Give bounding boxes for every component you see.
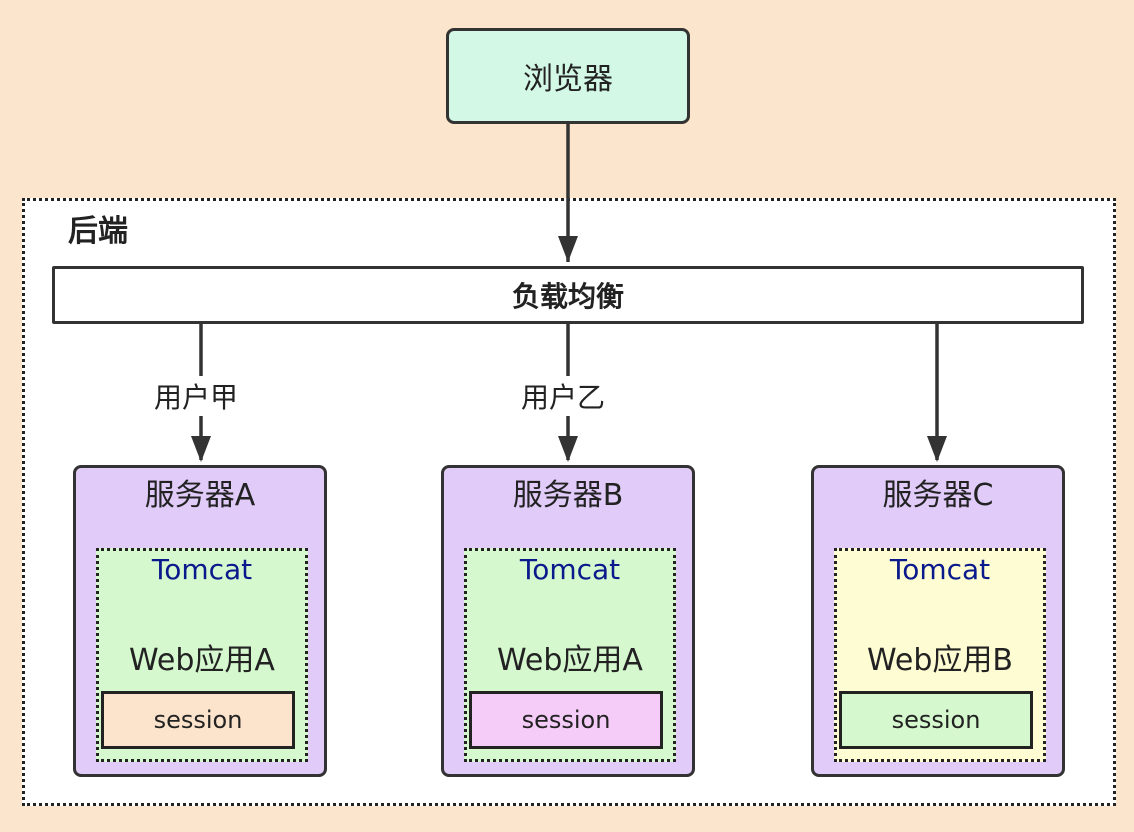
arrow-lb-to-server-c-head — [927, 436, 947, 462]
server-b: 服务器B Tomcat Web应用A session — [441, 465, 695, 777]
server-c-tomcat: Tomcat Web应用B session — [834, 548, 1046, 762]
server-c-session-label: session — [891, 706, 981, 734]
arrow-lb-to-server-a-head — [191, 436, 211, 462]
server-c-tomcat-label: Tomcat — [889, 553, 991, 586]
server-a-webapp-label: Web应用A — [129, 643, 275, 678]
server-a-session-label: session — [153, 706, 243, 734]
load-balancer-node: 负载均衡 — [52, 266, 1084, 324]
edge-label-user-b: 用户乙 — [517, 376, 610, 416]
server-a-tomcat-label: Tomcat — [151, 553, 253, 586]
server-b-session-label: session — [521, 706, 611, 734]
load-balancer-label: 负载均衡 — [511, 280, 624, 313]
server-a-tomcat: Tomcat Web应用A session — [96, 548, 308, 762]
server-a-title: 服务器A — [144, 478, 256, 513]
server-b-session: session — [469, 691, 663, 749]
server-c-session: session — [839, 691, 1033, 749]
server-a: 服务器A Tomcat Web应用A session — [73, 465, 327, 777]
browser-node: 浏览器 — [446, 28, 690, 124]
arrow-lb-to-server-b-head — [558, 436, 578, 462]
server-b-tomcat: Tomcat Web应用A session — [464, 548, 676, 762]
server-c-title: 服务器C — [882, 478, 994, 513]
browser-label: 浏览器 — [523, 62, 613, 97]
backend-label: 后端 — [68, 214, 128, 249]
arrow-browser-to-lb-head — [558, 236, 578, 262]
edge-label-user-a: 用户甲 — [150, 376, 243, 416]
server-b-tomcat-label: Tomcat — [519, 553, 621, 586]
server-b-webapp-label: Web应用A — [497, 643, 643, 678]
server-a-session: session — [101, 691, 295, 749]
server-c: 服务器C Tomcat Web应用B session — [811, 465, 1065, 777]
server-b-title: 服务器B — [512, 478, 624, 513]
server-c-webapp-label: Web应用B — [867, 643, 1013, 678]
